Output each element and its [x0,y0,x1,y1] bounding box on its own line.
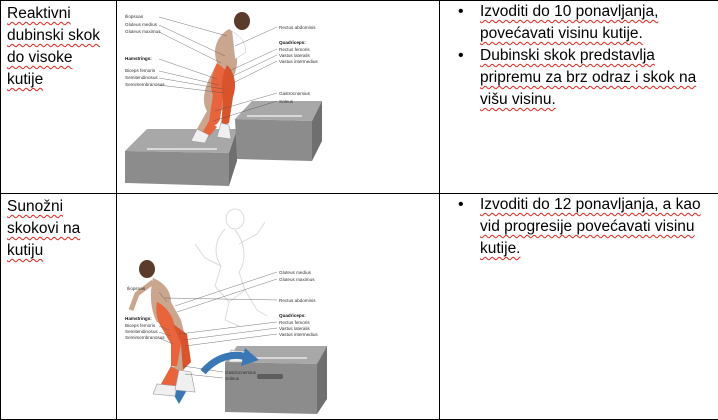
instruction-text: Dubinski skok predstavlja pripremu za br… [480,47,696,108]
instructions-cell: Izvoditi do 12 ponavljanja, a kao vid pr… [440,194,718,420]
name-line: Reaktivni [7,5,71,22]
figure-label: Gluteus maximus [125,29,161,34]
figure-label: Quadriceps: [279,40,306,45]
figure-label: Gastrocnemius [279,91,311,96]
instruction-text: Izvoditi do 12 ponavljanja, a kao vid pr… [480,196,701,257]
exercise-name-cell: Reaktivni dubinski skok do visoke kutije [1,1,117,194]
instruction-list: Izvoditi do 12 ponavljanja, a kao vid pr… [440,194,718,260]
figure-label: Gluteus medius [125,22,158,27]
illustration-cell: Iliopsoas Hamstrings: Biceps femoris Sem… [117,194,440,420]
instructions-cell: Izvoditi do 10 ponavljanja, povećavati v… [440,1,718,194]
figure-label: Rectus abdominis [279,298,316,303]
figure-label: Iliopsoas [127,286,146,291]
figure-label: Iliopsoas [125,14,144,19]
figure-label: Soleus [279,99,294,104]
name-line: kutije [7,71,43,88]
illustration-cell: Iliopsoas Gluteus medius Gluteus maximus… [117,1,440,194]
figure-label: Semitendinosus [125,329,158,334]
figure-label: Semitendinosus [125,75,158,80]
figure-label: Vastus lateralis [279,326,311,331]
figure-label: Hamstrings: [125,56,152,61]
list-item: Dubinski skok predstavlja pripremu za br… [480,45,712,111]
figure-label: Semimembranosus [125,335,165,340]
figure-label: Quadriceps: [279,313,306,318]
figure-label: Vastus intermedius [279,332,318,337]
name-line: dubinski skok [7,27,100,44]
figure-label: Hamstrings: [125,316,152,321]
table-row: Reaktivni dubinski skok do visoke kutije [1,1,718,194]
figure-label: Vastus intermedius [279,59,318,64]
figure-label: Gastrocnemius [225,370,257,375]
figure-label: Rectus femoris [279,320,310,325]
figure-label: Gluteus maximus [279,277,315,282]
instruction-list: Izvoditi do 10 ponavljanja, povećavati v… [440,1,718,111]
box-jump-illustration: Iliopsoas Hamstrings: Biceps femoris Sem… [117,194,439,419]
name-line: skokovi na [7,220,80,237]
figure-label: Vastus lateralis [279,53,311,58]
figure-label: Rectus abdominis [279,25,316,30]
figure-label: Rectus femoris [279,47,310,52]
figure-label: Soleus [225,376,240,381]
depth-jump-illustration: Iliopsoas Gluteus medius Gluteus maximus… [117,1,439,193]
table-row: Sunožni skokovi na kutiju [1,194,718,420]
name-line: kutiju [7,242,43,259]
figure-label: Semimembranosus [125,82,165,87]
instruction-text: Izvoditi do 10 ponavljanja, povećavati v… [480,3,658,42]
name-line: Sunožni [7,198,63,215]
figure-label: Gluteus medius [279,270,312,275]
list-item: Izvoditi do 10 ponavljanja, povećavati v… [480,1,712,45]
box-jump-figure: Iliopsoas Hamstrings: Biceps femoris Sem… [117,194,439,419]
exercise-name: Reaktivni dubinski skok do visoke kutije [1,1,116,91]
figure-label: Biceps femoris [125,323,156,328]
exercise-name: Sunožni skokovi na kutiju [1,194,116,262]
exercise-name-cell: Sunožni skokovi na kutiju [1,194,117,420]
figure-label: Biceps femoris [125,68,156,73]
name-line: do visoke [7,49,72,66]
list-item: Izvoditi do 12 ponavljanja, a kao vid pr… [480,194,712,260]
depth-jump-figure: Iliopsoas Gluteus medius Gluteus maximus… [117,1,439,193]
